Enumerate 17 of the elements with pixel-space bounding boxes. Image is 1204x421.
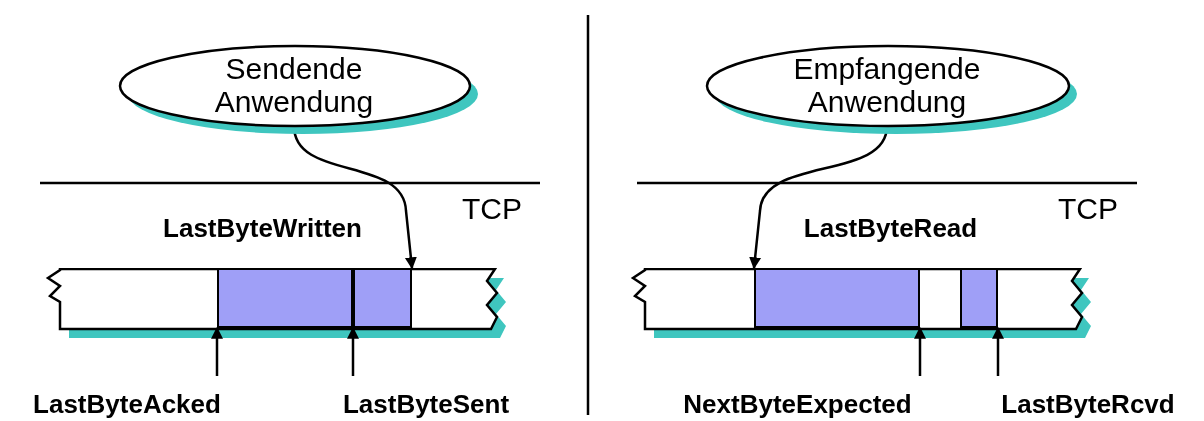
- buffer-segment: [754, 268, 920, 328]
- layer-label: TCP: [1058, 192, 1118, 226]
- layer-label: TCP: [462, 192, 522, 226]
- arrow: [211, 326, 223, 376]
- pointer-label: LastByteRcvd: [978, 388, 1198, 420]
- pointer-label: LastByteAcked: [8, 388, 246, 420]
- buffer-segment: [960, 268, 998, 328]
- arrow: [914, 326, 926, 376]
- application-ellipse: [118, 44, 480, 136]
- application-label: Sendende Anwendung: [213, 52, 375, 118]
- buffer-segment: [217, 268, 353, 328]
- pointer-label: NextByteExpected: [655, 388, 940, 420]
- application-label: Empfangende Anwendung: [792, 52, 982, 118]
- application-ellipse: [705, 44, 1079, 136]
- arrow: [992, 326, 1004, 376]
- buffer-segment: [353, 268, 412, 328]
- pointer-label: LastByteSent: [322, 388, 530, 420]
